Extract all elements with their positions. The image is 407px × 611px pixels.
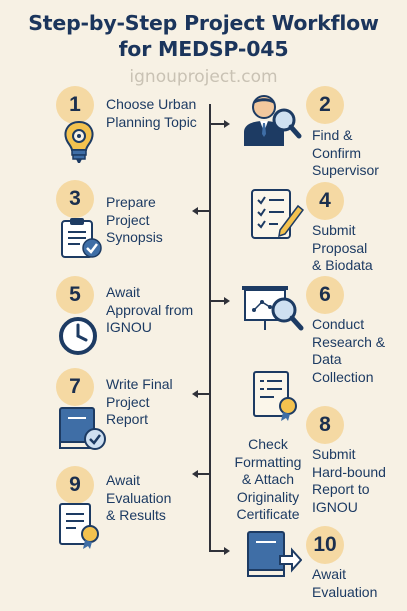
step-9-number: 9 — [56, 466, 94, 504]
checklist-pencil-icon — [251, 189, 304, 239]
supervisor-magnifier-icon — [244, 95, 302, 146]
arrow-to-step-6 — [211, 297, 230, 305]
arrow-to-step-9 — [192, 470, 209, 478]
step-7-number: 7 — [56, 368, 94, 406]
timeline-line — [209, 104, 211, 552]
title-line-2: for MEDSP-045 — [118, 37, 289, 61]
certificate-ribbon-icon — [59, 503, 99, 549]
page-title: Step-by-Step Project Workflow for MEDSP-… — [0, 10, 407, 62]
step-1-number: 1 — [56, 86, 94, 124]
step-6-number: 6 — [306, 276, 344, 314]
book-arrow-icon — [247, 531, 302, 577]
step-10-number: 10 — [306, 526, 344, 564]
site-watermark: ignouproject.com — [129, 67, 278, 87]
certificate-document-icon — [253, 371, 297, 421]
lightbulb-gear-icon — [64, 120, 94, 163]
step-3-number: 3 — [56, 180, 94, 218]
arrow-to-step-2 — [211, 120, 230, 128]
book-check-icon — [59, 407, 106, 450]
step-8-number: 8 — [306, 406, 344, 444]
clock-icon — [59, 317, 97, 355]
clipboard-check-icon — [61, 218, 102, 258]
step-5-number: 5 — [56, 276, 94, 314]
title-line-1: Step-by-Step Project Workflow — [28, 11, 379, 35]
step-2-number: 2 — [306, 86, 344, 124]
arrow-to-step-10 — [211, 547, 230, 555]
arrow-to-step-7 — [192, 390, 209, 398]
arrow-to-step-3 — [192, 207, 209, 215]
step-4-number: 4 — [306, 182, 344, 220]
presentation-magnifier-icon — [242, 286, 304, 331]
